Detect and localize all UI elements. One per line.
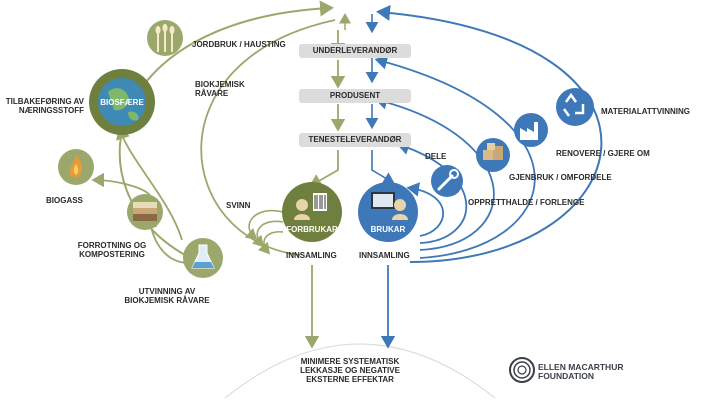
leakage-arc (224, 343, 496, 399)
consumer-label: FORBRUKAR (286, 225, 338, 234)
wheat-icon (147, 20, 183, 56)
waste-loop-2 (251, 220, 284, 248)
biosphere-label: BIOSFÆRE (100, 98, 144, 107)
nutrient-return-label: TILBAKEFØRING AV NÆRINGSSTOFF (5, 97, 84, 115)
technical-arc-4 (396, 141, 468, 244)
foundation-logo-text: ELLEN MACARTHUR FOUNDATION (538, 362, 624, 381)
person-icon (392, 199, 408, 220)
flame-icon (58, 149, 94, 185)
service-provider-box: TENESTELEVERANDØR (299, 133, 411, 147)
consumer-collection-label: INNSAMLING (286, 251, 337, 260)
consumer-circle: FORBRUKAR (282, 182, 342, 242)
material-recovery-label: MATERIALATTVINNING (601, 107, 691, 116)
technical-arc-3 (374, 95, 495, 251)
farming-label: JORDBRUK / HAUSTING (192, 40, 286, 49)
composting-label: FORROTNING OG KOMPOSTERING (77, 241, 147, 259)
technical-arc-5 (406, 182, 444, 237)
flask-icon (183, 238, 223, 278)
share-label: DELE (425, 152, 447, 161)
supplier-box: UNDERLEVERANDØR (299, 44, 411, 58)
recycle-icon (556, 88, 594, 126)
reuse-label: GJENBRUK / OMFORDELE (509, 173, 612, 182)
person-icon (294, 199, 310, 220)
biogas-label: BIOGASS (46, 196, 83, 205)
cascade-arc-2 (91, 172, 151, 196)
factory-icon (514, 113, 548, 147)
producer-box: PRODUSENT (299, 89, 411, 103)
waste-loop-1 (244, 209, 284, 241)
renovate-label: RENOVERE / GJERE OM (556, 149, 650, 158)
biochemical-raw-label: BIOKJEMISK RÅVARE (195, 80, 245, 98)
extraction-label: UTVINNING AV BIOKJEMISK RÅVARE (124, 287, 210, 305)
waste-loop-3 (257, 230, 284, 255)
wrench-icon (431, 165, 463, 197)
maintain-label: OPPRETTHALDE / FORLENGE (468, 198, 585, 207)
leakage-label: MINIMERE SYSTEMATISK LEKKASJE OG NEGATIV… (300, 357, 400, 384)
waste-label: SVINN (226, 201, 251, 210)
boxes-icon (476, 138, 510, 172)
foundation-logo-icon (509, 357, 535, 383)
user-collection-label: INNSAMLING (359, 251, 410, 260)
tech-arrow-to-user (371, 150, 395, 184)
technical-outer-arc (376, 4, 603, 263)
user-label: BRUKAR (371, 225, 406, 234)
bio-arrow-to-consumer (308, 150, 339, 187)
user-circle: BRUKAR (358, 182, 418, 242)
soil-layers-icon (127, 194, 163, 230)
cascade-arc-3 (116, 126, 183, 241)
globe-icon (89, 69, 155, 135)
technical-arc-2 (374, 55, 536, 259)
